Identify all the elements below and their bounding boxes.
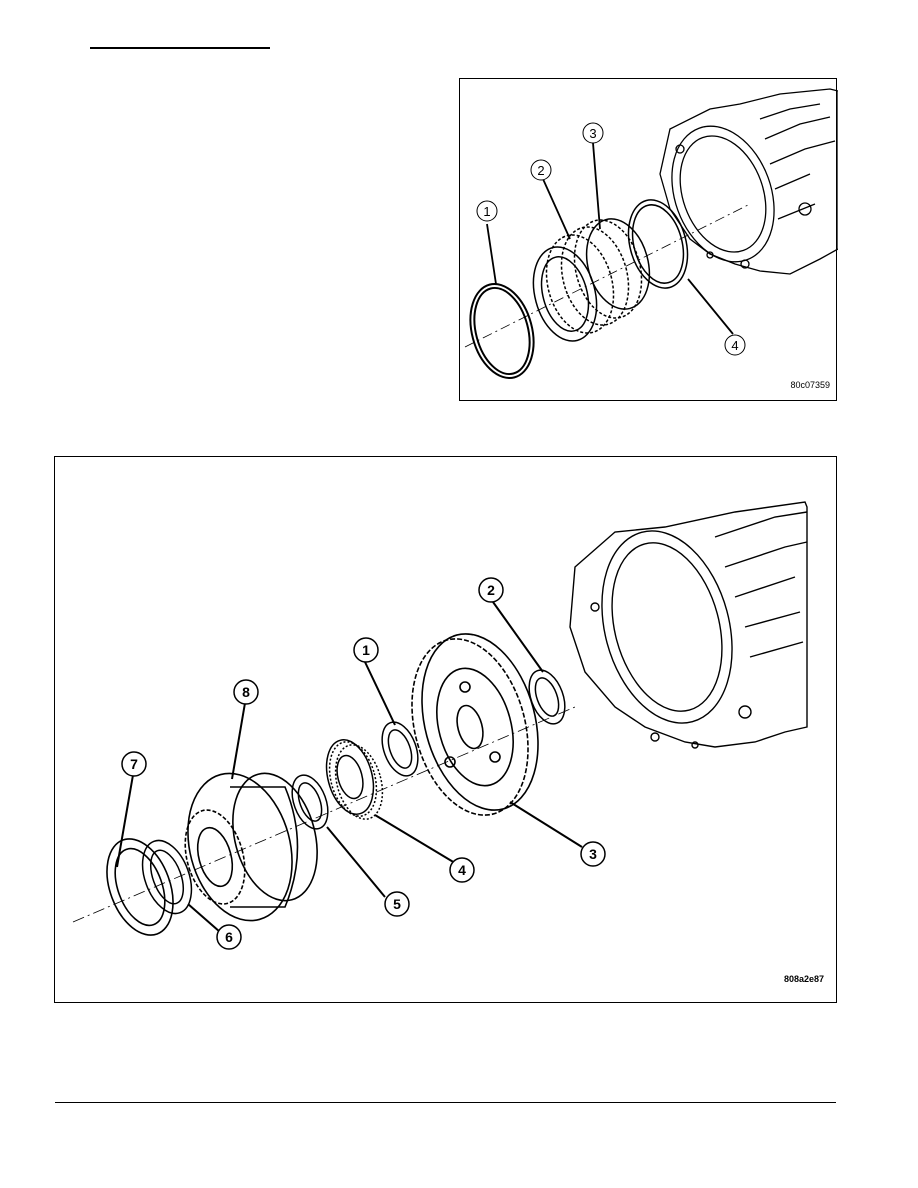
sun-gear [325, 739, 384, 820]
callout-1: 1 [476, 200, 498, 222]
svg-text:4: 4 [731, 338, 738, 353]
transmission-case [659, 88, 838, 275]
thrust-washer-1 [381, 721, 419, 777]
transmission-case [569, 501, 808, 749]
snap-ring [469, 282, 535, 380]
centerline [72, 706, 576, 923]
figure-code: 808a2e87 [783, 974, 824, 984]
callout-leaders [116, 601, 583, 933]
callout-6: 6 [216, 924, 242, 950]
svg-text:1: 1 [483, 204, 490, 219]
header-underline [90, 47, 270, 49]
callout-2: 2 [478, 577, 504, 603]
callout-leaders [486, 142, 734, 335]
svg-text:7: 7 [130, 756, 138, 772]
clutch-pack [532, 218, 651, 342]
planetary-gearset-illustration: 1 2 3 4 5 6 7 8 [72, 501, 808, 950]
callout-5: 5 [384, 891, 410, 917]
svg-text:5: 5 [393, 896, 401, 912]
clutch-pack-illustration: 1 2 3 4 [464, 88, 838, 380]
svg-text:4: 4 [458, 862, 466, 878]
centerline [464, 203, 751, 348]
clutch-drum [184, 772, 318, 922]
callout-8: 8 [233, 679, 259, 705]
callout-3: 3 [580, 841, 606, 867]
callout-4: 4 [449, 857, 475, 883]
planetary-gearset-figure: 1 2 3 4 5 6 7 8 808a2e87 [54, 456, 837, 1003]
svg-text:2: 2 [487, 582, 495, 598]
clutch-pack-figure: 1 2 3 4 80c07359 [459, 78, 838, 401]
callout-2: 2 [530, 159, 552, 181]
svg-text:3: 3 [589, 846, 597, 862]
callout-1: 1 [353, 637, 379, 663]
svg-text:3: 3 [589, 126, 596, 141]
planetary-carrier [411, 633, 539, 816]
pressure-plate [627, 199, 689, 289]
svg-text:6: 6 [225, 929, 233, 945]
callout-3: 3 [582, 122, 604, 144]
callout-7: 7 [121, 751, 147, 777]
svg-text:2: 2 [537, 163, 544, 178]
thrust-bearing [106, 838, 174, 936]
svg-text:1: 1 [362, 642, 370, 658]
thrust-washer-5 [291, 774, 329, 830]
callout-4: 4 [724, 334, 746, 356]
svg-text:8: 8 [242, 684, 250, 700]
thrust-washer [141, 839, 193, 915]
thrust-washer-2 [528, 669, 566, 725]
footer-rule [55, 1102, 836, 1103]
figure-code: 80c07359 [790, 380, 830, 390]
